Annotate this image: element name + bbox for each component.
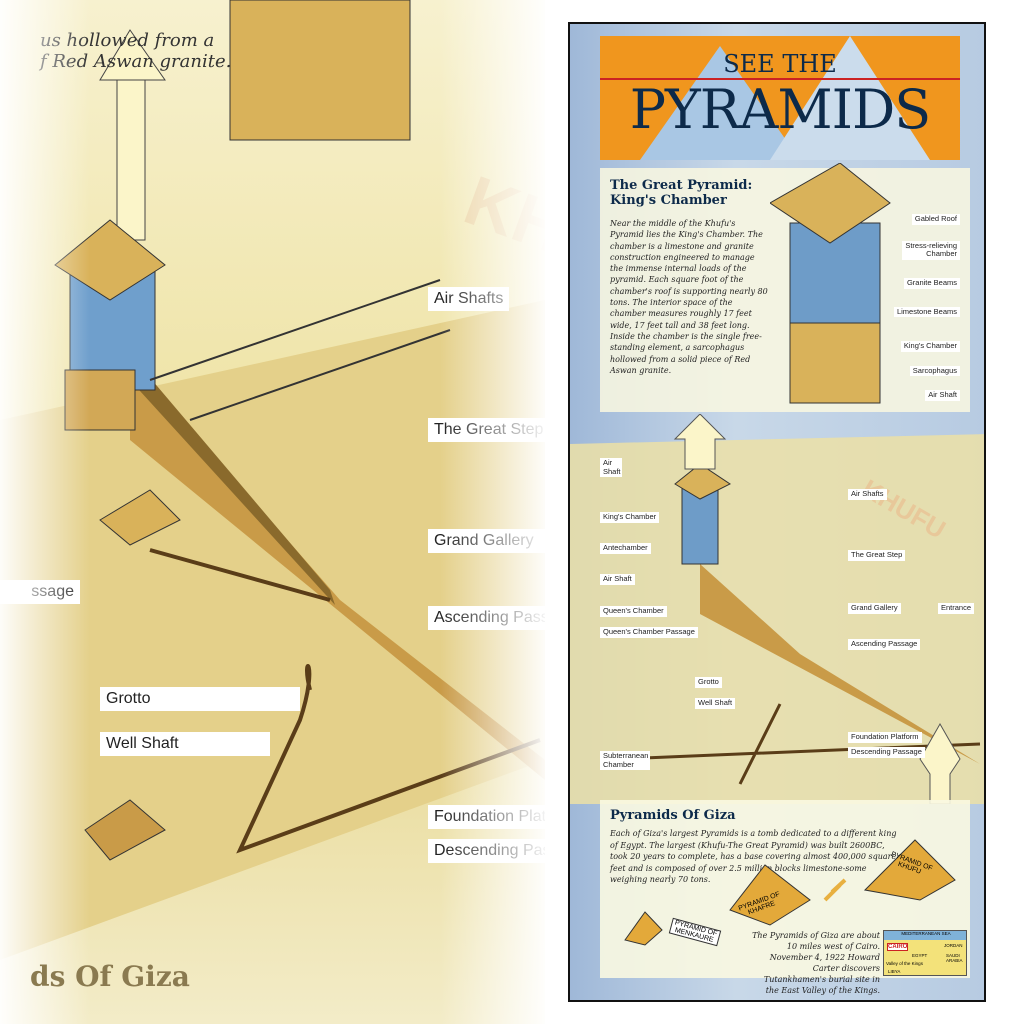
label: Descending Passage bbox=[848, 747, 925, 758]
section-title-fragment: ds Of Giza bbox=[30, 960, 190, 993]
label-grotto: Grotto bbox=[100, 687, 300, 711]
egypt-map: MEDITERRANEAN SEA CAIRO EGYPT JORDAN SAU… bbox=[883, 930, 967, 976]
map-label: Valley of the Kings bbox=[886, 961, 923, 966]
map-label: JORDAN bbox=[944, 943, 963, 948]
label: King's Chamber bbox=[900, 341, 960, 352]
svg-text:KH: KH bbox=[455, 161, 545, 269]
label: Gabled Roof bbox=[911, 214, 960, 225]
giza-pyramids-illustration bbox=[624, 839, 956, 946]
label: Sarcophagus bbox=[909, 365, 960, 377]
map-cairo: CAIRO bbox=[887, 943, 909, 951]
poster: SEE THE PYRAMIDS The Great Pyramid: King… bbox=[568, 22, 986, 1002]
label: King's Chamber bbox=[600, 512, 660, 523]
label: Grand Gallery bbox=[848, 603, 901, 614]
label: Ascending Passage bbox=[848, 639, 921, 650]
label: Well Shaft bbox=[695, 698, 736, 709]
label: Air Shafts bbox=[848, 489, 887, 500]
label: Grotto bbox=[695, 677, 722, 688]
kings-chamber-illustration bbox=[770, 163, 891, 404]
giza-location-text: The Pyramids of Giza are about 10 miles … bbox=[752, 931, 880, 995]
label-descending-passage: Descending Pass bbox=[428, 839, 545, 863]
title-main: PYRAMIDS bbox=[629, 78, 932, 141]
label: Queen's Chamber Passage bbox=[600, 627, 698, 638]
label-well-shaft: Well Shaft bbox=[100, 732, 270, 756]
label: Stress-relieving Chamber bbox=[902, 240, 960, 260]
label-great-step: The Great Step bbox=[428, 418, 545, 442]
kings-chamber-heading: The Great Pyramid: King's Chamber bbox=[610, 178, 753, 208]
pyramid-cross-section-illustration: KH bbox=[0, 0, 545, 960]
giza-heading: Pyramids Of Giza bbox=[610, 808, 736, 823]
label: Limestone Beams bbox=[893, 306, 960, 318]
title-top: SEE THE bbox=[600, 50, 960, 80]
text-fragment: f Red Aswan granite. bbox=[40, 51, 232, 72]
giza-body: Each of Giza's largest Pyramids is a tom… bbox=[610, 829, 897, 884]
label: Queen's Chamber bbox=[600, 606, 667, 617]
kings-chamber-panel: The Great Pyramid: King's Chamber Near t… bbox=[600, 163, 970, 412]
label: Antechamber bbox=[600, 543, 651, 554]
giza-panel: Pyramids Of Giza Each of Giza's largest … bbox=[600, 800, 970, 995]
label: Air Shaft bbox=[600, 458, 622, 478]
label-foundation-platform: Foundation Platf bbox=[428, 805, 545, 829]
kings-chamber-body: Near the middle of the Khufu's Pyramid l… bbox=[610, 219, 768, 375]
label: Entrance bbox=[938, 603, 975, 614]
map-label: EGYPT bbox=[912, 953, 928, 958]
label-passage: ssage bbox=[0, 580, 80, 604]
label-ascending-passage: Ascending Passa bbox=[428, 606, 545, 630]
label-air-shafts: Air Shafts bbox=[428, 287, 510, 311]
label-grand-gallery: Grand Gallery bbox=[428, 529, 545, 553]
label: Granite Beams bbox=[903, 277, 960, 289]
label: Subterranean Chamber bbox=[600, 751, 650, 771]
label: Air Shaft bbox=[600, 574, 635, 585]
text-fragment: us hollowed from a bbox=[40, 30, 215, 51]
label: Foundation Platform bbox=[848, 732, 922, 743]
map-sea: MEDITERRANEAN SEA bbox=[884, 931, 966, 940]
map-label: SAUDI ARABIA bbox=[946, 953, 963, 963]
title-banner: SEE THE PYRAMIDS bbox=[600, 36, 960, 160]
label: Air Shaft bbox=[925, 390, 960, 401]
map-label: LIBYA bbox=[888, 969, 901, 974]
kings-chamber-labels: Gabled Roof Stress-relieving Chamber Gra… bbox=[893, 208, 960, 402]
great-pyramid-cross-section: KHUFU bbox=[570, 414, 984, 804]
label: The Great Step bbox=[848, 550, 906, 561]
